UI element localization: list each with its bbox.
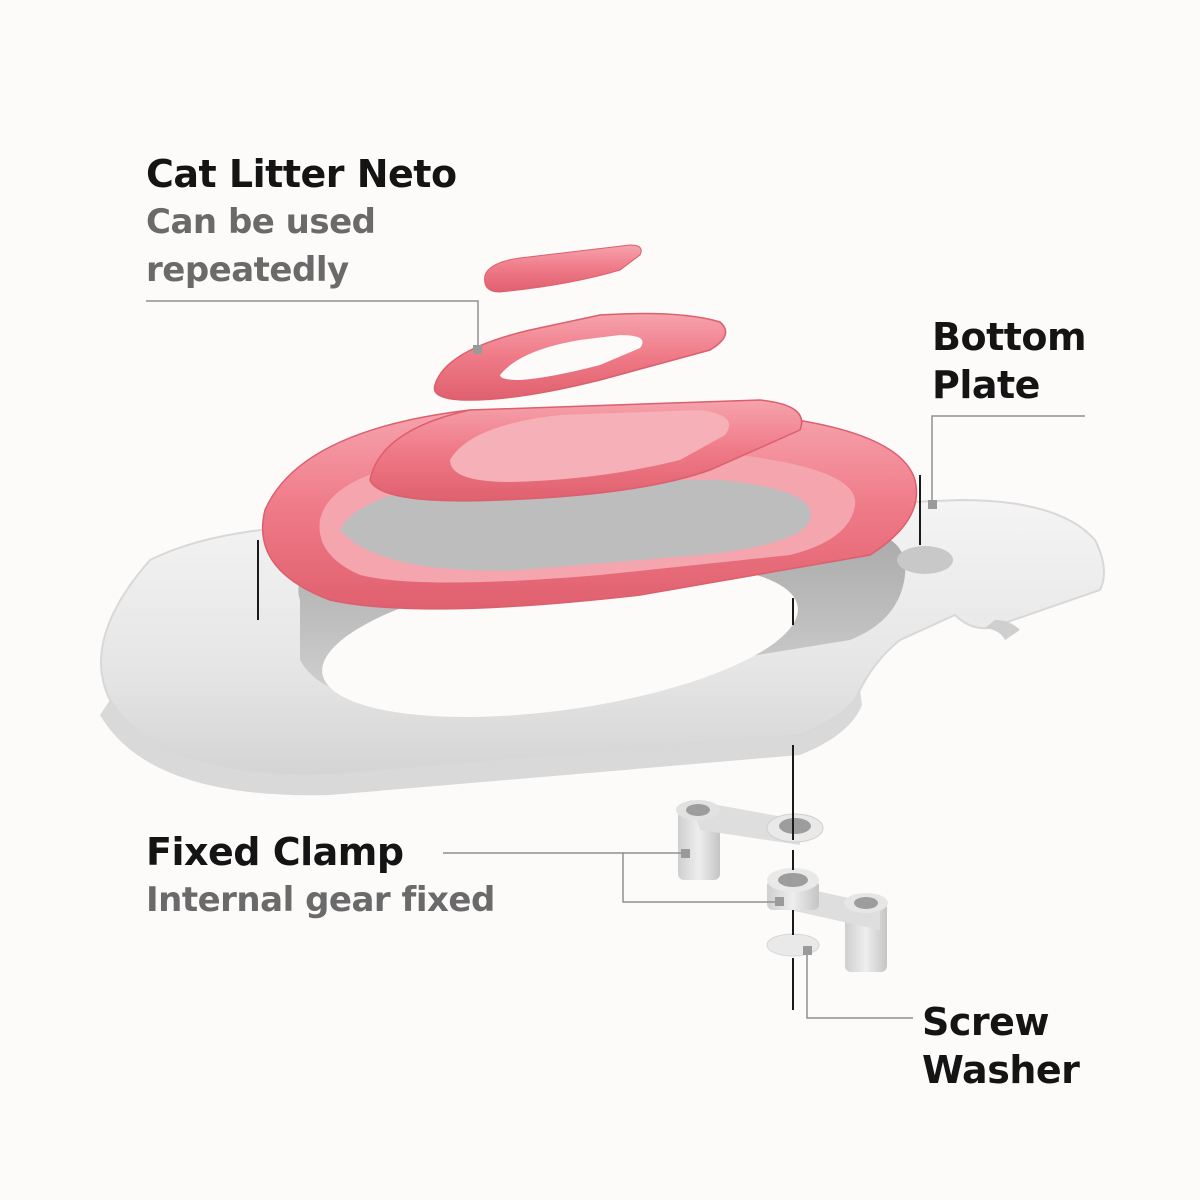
- callout-anchor-markers: [473, 345, 937, 955]
- callout-subtitle-line2: repeatedly: [146, 250, 349, 290]
- callout-cat-litter-neto: Cat Litter Neto Can be used repeatedly: [146, 150, 457, 294]
- callout-title: Cat Litter Neto: [146, 152, 457, 196]
- callout-bottom-plate: Bottom Plate: [932, 313, 1087, 409]
- callout-title-line2: Washer: [922, 1048, 1080, 1092]
- callout-fixed-clamp: Fixed Clamp Internal gear fixed: [146, 828, 495, 924]
- fixed-clamp-lower-part: [767, 868, 888, 972]
- callout-title-line2: Plate: [932, 363, 1040, 407]
- callout-title-line1: Screw: [922, 1000, 1050, 1044]
- callout-screw-washer: Screw Washer: [922, 998, 1080, 1094]
- small-insert-part: [484, 244, 642, 293]
- callout-subtitle: Internal gear fixed: [146, 880, 495, 920]
- callout-subtitle-line1: Can be used: [146, 202, 376, 242]
- callout-leader-lines: [146, 300, 1085, 1019]
- middle-ring-part: [369, 399, 803, 502]
- assembly-guide-lines: [257, 475, 921, 1010]
- fixed-clamp-upper-part: [676, 800, 824, 880]
- upper-ring-part: [433, 312, 727, 401]
- callout-title: Fixed Clamp: [146, 830, 404, 874]
- callout-title-line1: Bottom: [932, 315, 1087, 359]
